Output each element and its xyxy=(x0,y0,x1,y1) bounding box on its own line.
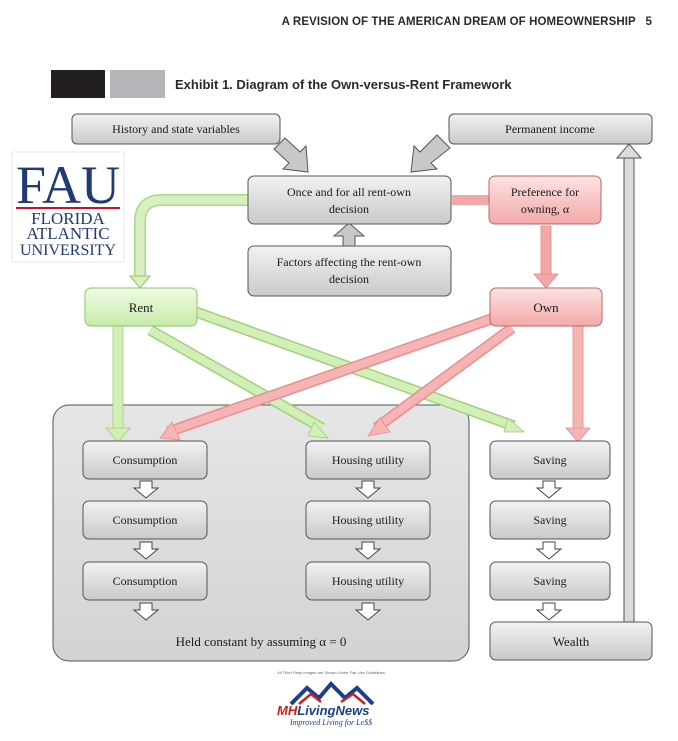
own-to-saving-arrow xyxy=(572,325,584,431)
income-to-decision-arrow xyxy=(410,134,451,173)
fau-line3: UNIVERSITY xyxy=(20,242,116,259)
fair-use-notice: All Third Party Images are Shown Under F… xyxy=(277,670,385,675)
wealth-box: Wealth xyxy=(489,621,653,661)
decision-box: Once and for all rent-own decision xyxy=(247,175,452,225)
consumption-label-2: Consumption xyxy=(113,513,178,527)
rent-to-consumption-arrow xyxy=(112,325,124,431)
consumption-label-3: Consumption xyxy=(113,574,178,588)
history-to-decision-arrow xyxy=(273,137,309,173)
housing-box-2: Housing utility xyxy=(305,500,431,540)
housing-label-1: Housing utility xyxy=(332,453,404,467)
housing-label-3: Housing utility xyxy=(332,574,404,588)
held-constant-label: Held constant by assuming α = 0 xyxy=(176,634,347,649)
saving-box-2: Saving xyxy=(489,500,611,540)
rent-label: Rent xyxy=(129,300,154,315)
fau-logo: FAU FLORIDA ATLANTIC UNIVERSITY xyxy=(11,151,125,263)
roofline-icon xyxy=(289,681,375,706)
factors-label-line2: decision xyxy=(329,272,369,286)
factors-to-decision-arrow xyxy=(332,222,366,247)
mh-wordmark-mh: MH xyxy=(277,703,298,718)
wealth-label: Wealth xyxy=(553,634,590,649)
preference-to-own-shaft xyxy=(540,225,552,277)
decision-label-line1: Once and for all rent-own xyxy=(287,185,411,199)
consumption-label-1: Consumption xyxy=(113,453,178,467)
decision-to-rent-arrow xyxy=(134,194,248,278)
mh-tagline: Improved Living for Le$$ xyxy=(289,718,373,727)
saving-label-3: Saving xyxy=(533,574,566,588)
decision-label-line2: decision xyxy=(329,202,369,216)
saving-box-3: Saving xyxy=(489,561,611,601)
consumption-box-1: Consumption xyxy=(82,440,208,480)
rent-box: Rent xyxy=(84,287,198,327)
factors-box: Factors affecting the rent-own decision xyxy=(247,245,452,297)
exhibit-bar-gray xyxy=(110,70,165,98)
housing-box-3: Housing utility xyxy=(305,561,431,601)
housing-chain-arrows xyxy=(354,480,382,621)
fau-line1: FLORIDA xyxy=(31,209,105,228)
mh-wordmark-rest: LivingNews xyxy=(297,703,370,718)
saving-label-2: Saving xyxy=(533,513,566,527)
page-number: 5 xyxy=(645,16,652,28)
consumption-box-3: Consumption xyxy=(82,561,208,601)
factors-label-line1: Factors affecting the rent-own xyxy=(277,255,422,269)
history-box: History and state variables xyxy=(71,113,281,145)
fau-line2: ATLANTIC xyxy=(26,224,109,243)
preference-to-decision-connector xyxy=(452,195,490,205)
mh-wordmark: MHLivingNews xyxy=(277,703,369,718)
preference-label-line1: Preference for xyxy=(511,185,579,199)
permanent-income-label: Permanent income xyxy=(505,122,595,136)
saving-label-1: Saving xyxy=(533,453,566,467)
saving-chain-arrows xyxy=(535,480,563,621)
own-box: Own xyxy=(489,287,603,327)
housing-box-1: Housing utility xyxy=(305,440,431,480)
running-header: A REVISION OF THE AMERICAN DREAM OF HOME… xyxy=(282,16,652,28)
exhibit-bar-dark xyxy=(51,70,105,98)
mhlivingnews-logo: All Third Party Images are Shown Under F… xyxy=(271,670,391,732)
running-title: A REVISION OF THE AMERICAN DREAM OF HOME… xyxy=(281,16,636,28)
exhibit-title: Exhibit 1. Diagram of the Own-versus-Ren… xyxy=(175,77,512,92)
wealth-to-income-arrow xyxy=(623,155,635,623)
consumption-chain-arrows xyxy=(132,480,160,621)
preference-label-line2: owning, α xyxy=(521,202,570,216)
own-label: Own xyxy=(533,300,559,315)
permanent-income-box: Permanent income xyxy=(448,113,653,145)
preference-box: Preference for owning, α xyxy=(488,175,602,225)
housing-label-2: Housing utility xyxy=(332,513,404,527)
saving-box-1: Saving xyxy=(489,440,611,480)
consumption-box-2: Consumption xyxy=(82,500,208,540)
fau-monogram: FAU xyxy=(16,155,120,215)
history-label: History and state variables xyxy=(112,122,240,136)
